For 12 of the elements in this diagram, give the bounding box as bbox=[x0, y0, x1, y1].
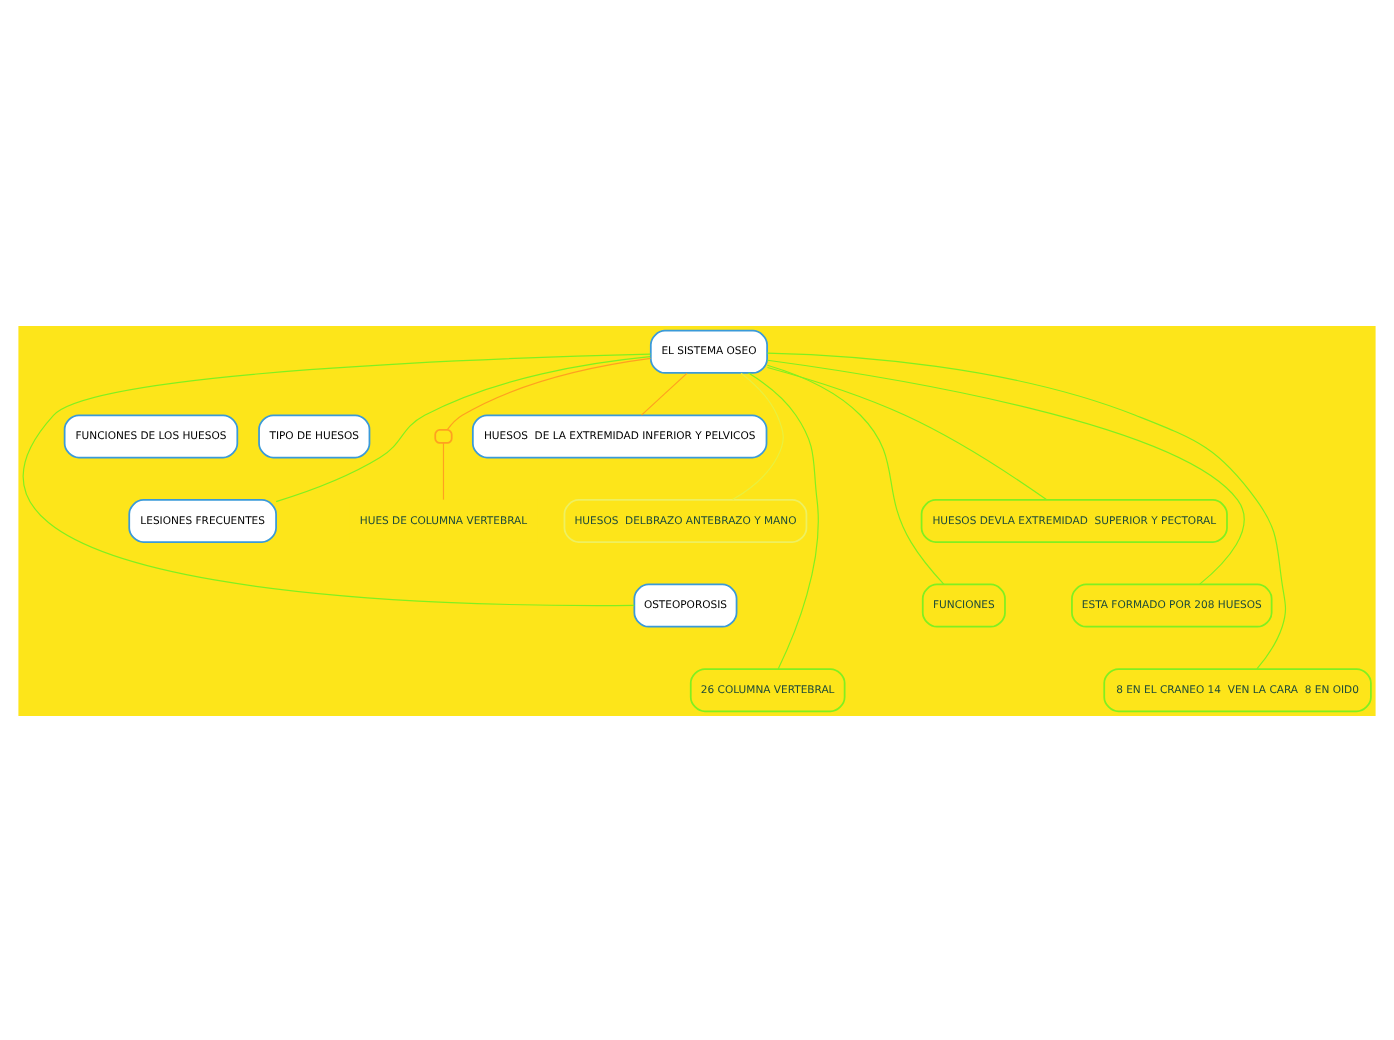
node-box bbox=[434, 428, 453, 443]
connector bbox=[766, 351, 1287, 669]
connector bbox=[25, 352, 652, 606]
connector bbox=[766, 365, 1048, 500]
connector bbox=[640, 371, 688, 415]
connector bbox=[766, 358, 1245, 584]
connector bbox=[766, 363, 945, 584]
connector bbox=[442, 441, 445, 500]
connector bbox=[747, 371, 819, 669]
connector bbox=[275, 355, 651, 502]
connector bbox=[446, 356, 652, 430]
connector bbox=[732, 371, 784, 500]
